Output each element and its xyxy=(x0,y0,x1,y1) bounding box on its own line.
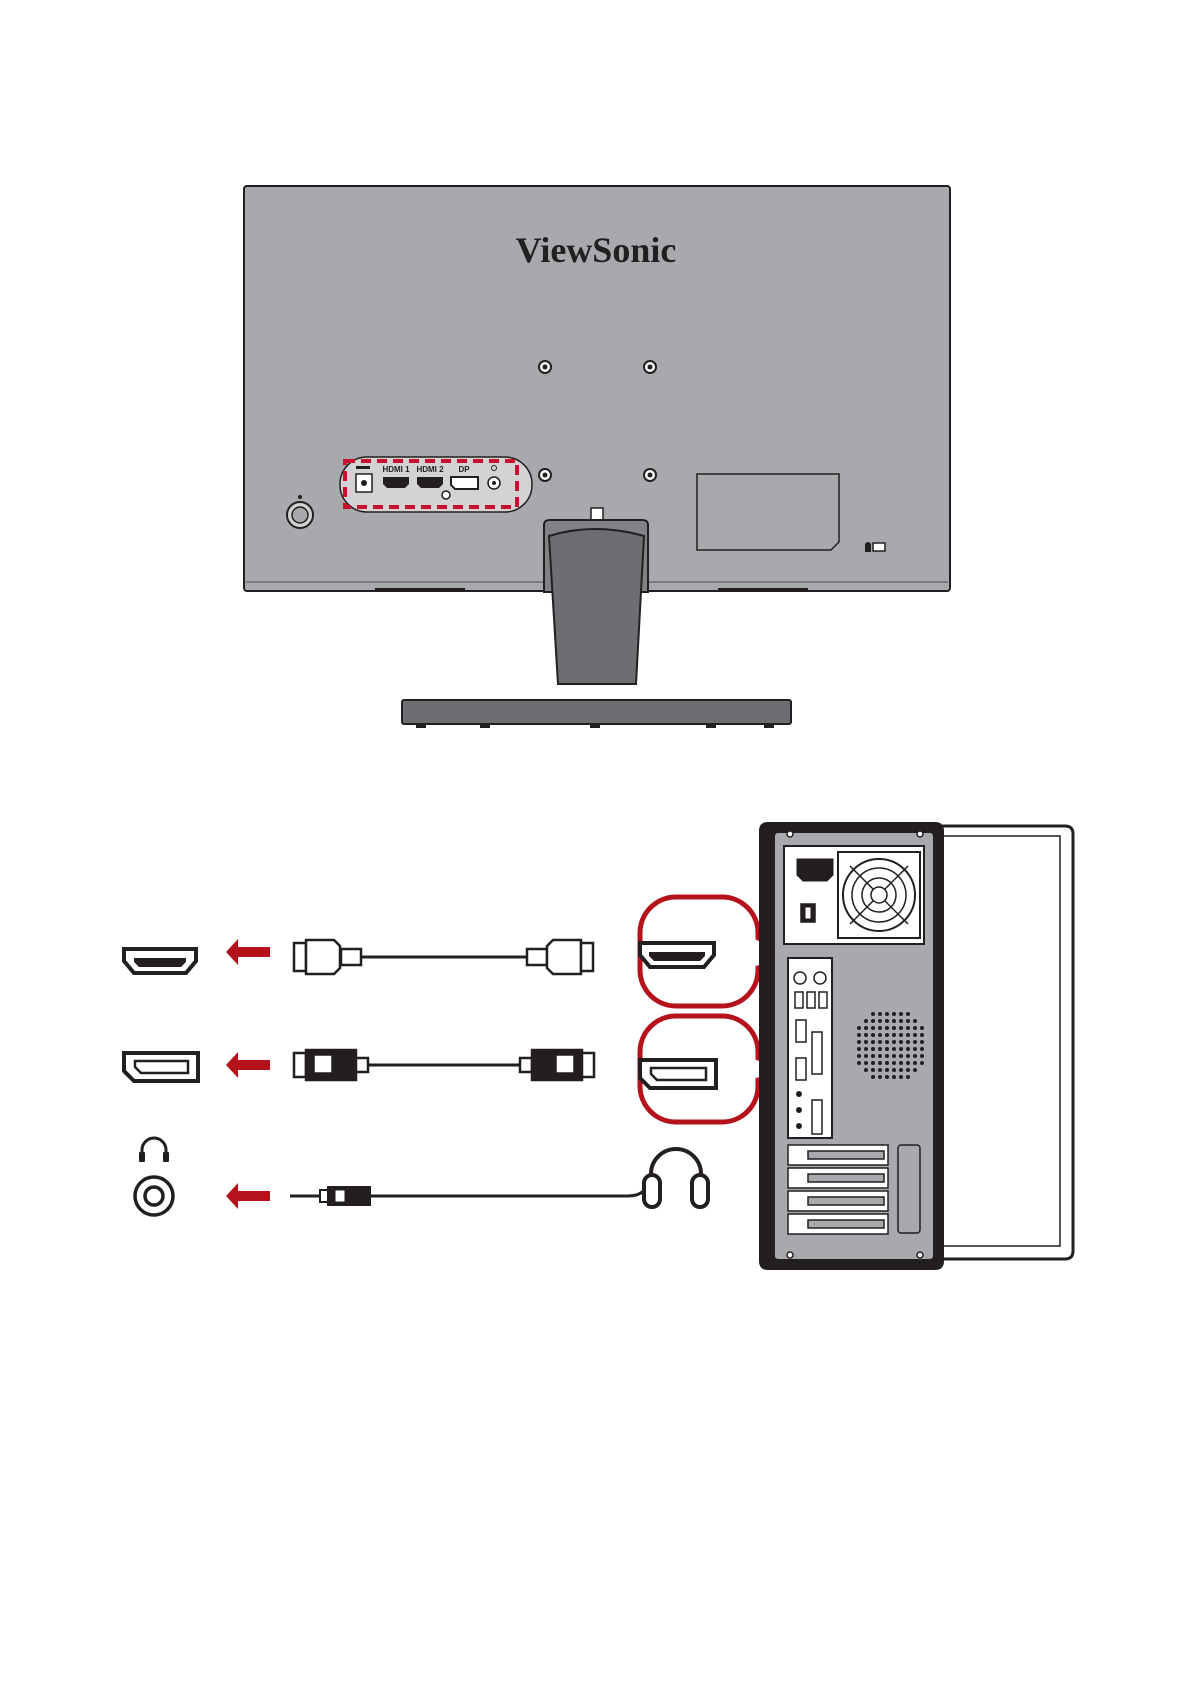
power-socket-icon xyxy=(797,859,833,881)
audio-arrow-icon xyxy=(226,1183,270,1209)
hdmi1-port-label: HDMI 1 xyxy=(382,465,410,474)
hdmi1-port-icon xyxy=(383,477,409,488)
io-port-panel: HDMI 1 HDMI 2 DP xyxy=(340,457,532,512)
pc-side-panel xyxy=(935,826,1073,1259)
headphone-symbol-icon xyxy=(139,1138,169,1162)
displayport-arrow-icon xyxy=(226,1052,270,1078)
audio-cable xyxy=(290,1176,650,1205)
hdmi-port-icon xyxy=(124,949,196,973)
displayport-port-icon xyxy=(124,1053,198,1081)
dp-port-label: DP xyxy=(458,465,470,474)
vent-slots-right xyxy=(718,588,808,591)
monitor-brand-logo: ViewSonic xyxy=(516,230,677,270)
kensington-lock-icon xyxy=(865,542,885,552)
hdmi2-port-label: HDMI 2 xyxy=(416,465,444,474)
hdmi2-port-icon xyxy=(417,477,443,488)
headphone-jack-icon xyxy=(135,1177,173,1215)
headphones-icon xyxy=(644,1149,708,1207)
motherboard-io-panel xyxy=(788,958,832,1138)
dp-port-icon xyxy=(451,477,478,489)
psu-fan-icon xyxy=(838,852,920,938)
hdmi-arrow-icon xyxy=(226,939,270,965)
vent-slots-left xyxy=(375,588,465,591)
displayport-cable xyxy=(294,1050,594,1080)
arrows xyxy=(226,939,270,1209)
hdmi-cable xyxy=(294,940,593,974)
monitor-rear-view: ViewSonic HDMI 1 xyxy=(244,186,950,728)
rating-label-area xyxy=(697,474,839,550)
pc-tower xyxy=(760,823,1073,1269)
